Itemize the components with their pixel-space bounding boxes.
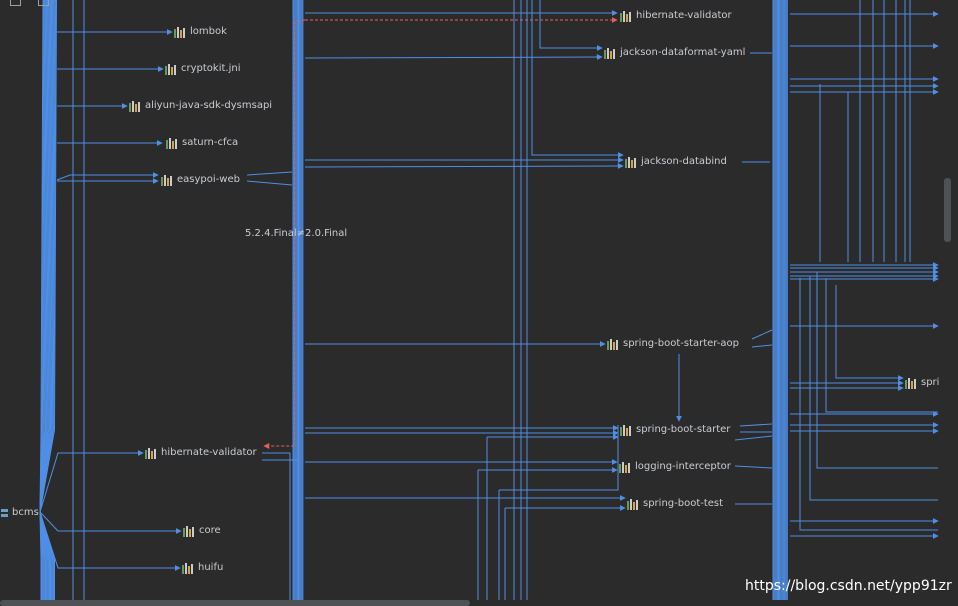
node-saturn-cfca[interactable]: saturn-cfca: [166, 136, 238, 150]
library-icon: [604, 47, 617, 59]
node-label: easypoi-web: [177, 174, 240, 185]
node-aliyun-java-sdk-dysmsapi[interactable]: aliyun-java-sdk-dysmsapi: [129, 99, 272, 113]
node-label: logging-interceptor: [635, 461, 731, 472]
horizontal-scrollbar-track: [0, 600, 958, 606]
dependency-edge: [304, 54, 603, 61]
library-icon: [620, 424, 633, 436]
library-icon: [625, 156, 638, 168]
library-icon: [627, 498, 640, 510]
dependency-edge: [39, 450, 144, 513]
dependency-edge: [739, 423, 773, 427]
node-spring-boot-test[interactable]: spring-boot-test: [627, 497, 723, 511]
watermark: https://blog.csdn.net/ypp91zr: [745, 578, 952, 594]
library-icon: [166, 137, 179, 149]
dependency-edge: [825, 278, 938, 413]
node-label: spring-boot-starter: [636, 424, 731, 435]
library-icon: [129, 100, 142, 112]
node-spri-partial[interactable]: spri: [905, 376, 939, 390]
node-easypoi-web[interactable]: easypoi-web: [161, 173, 240, 187]
dependency-edge: [751, 344, 773, 348]
library-icon: [145, 447, 158, 459]
library-icon: [905, 377, 918, 389]
library-icon: [182, 562, 195, 574]
node-cryptokit-jni[interactable]: cryptokit.jni: [165, 62, 240, 76]
node-hibernate-validator-top[interactable]: hibernate-validator: [620, 9, 732, 23]
node-label: jackson-dataformat-yaml: [620, 47, 746, 58]
node-core[interactable]: core: [183, 524, 221, 538]
node-jackson-dataformat-yaml[interactable]: jackson-dataformat-yaml: [604, 46, 745, 60]
node-label: saturn-cfca: [182, 137, 239, 148]
node-label: cryptokit.jni: [181, 63, 241, 74]
dependency-edge: [56, 172, 159, 181]
dependency-edge: [39, 0, 57, 513]
dependency-edge: [835, 285, 904, 381]
node-label: spring-boot-test: [643, 498, 724, 509]
library-icon: [620, 10, 633, 22]
node-label: hibernate-validator: [636, 10, 732, 21]
toolbar: [0, 0, 60, 6]
node-label: jackson-databind: [641, 156, 727, 167]
node-logging-interceptor[interactable]: logging-interceptor: [619, 460, 731, 474]
version-conflict-label: 5.2.4.Final≠2.0.Final: [245, 228, 348, 239]
dependency-edge: [734, 435, 773, 441]
dependency-edge: [246, 180, 293, 186]
horizontal-scrollbar[interactable]: [0, 600, 470, 606]
node-label: aliyun-java-sdk-dysmsapi: [145, 100, 273, 111]
module-icon: [0, 508, 9, 519]
node-label: core: [199, 525, 221, 536]
node-label: spri: [921, 377, 940, 388]
library-icon: [174, 26, 187, 38]
library-icon: [183, 525, 196, 537]
node-spring-boot-starter[interactable]: spring-boot-starter: [620, 423, 730, 437]
node-label: huifu: [198, 562, 224, 573]
vertical-scrollbar[interactable]: [944, 178, 951, 242]
dependency-edge: [734, 465, 773, 469]
dependency-edge: [39, 511, 181, 571]
node-huifu[interactable]: huifu: [182, 561, 223, 575]
dependency-edge: [799, 278, 938, 531]
node-label: spring-boot-starter-aop: [623, 338, 739, 349]
dependency-edge: [531, 0, 624, 158]
dependency-edge: [246, 171, 293, 176]
library-icon: [607, 338, 620, 350]
version-conflict-edge: [263, 19, 306, 449]
dependency-edge: [539, 0, 603, 51]
library-icon: [161, 174, 174, 186]
dependency-edge: [39, 511, 182, 534]
node-hibernate-validator-left[interactable]: hibernate-validator: [145, 446, 257, 460]
library-icon: [619, 461, 632, 473]
dependency-edge: [816, 272, 938, 469]
dependency-edge: [262, 452, 291, 606]
library-icon: [165, 63, 178, 75]
dependency-edge: [499, 425, 619, 491]
dependency-edge: [809, 276, 938, 501]
dependency-edge: [304, 163, 624, 170]
fit-icon[interactable]: [38, 0, 49, 6]
node-label: lombok: [190, 26, 227, 37]
root-module-bcms[interactable]: bcms: [0, 506, 39, 520]
dependency-edge: [751, 329, 773, 340]
node-lombok[interactable]: lombok: [174, 25, 227, 39]
layout-icon[interactable]: [10, 0, 21, 6]
node-jackson-databind[interactable]: jackson-databind: [625, 155, 727, 169]
node-spring-boot-starter-aop[interactable]: spring-boot-starter-aop: [607, 337, 739, 351]
node-label: hibernate-validator: [161, 447, 257, 458]
node-label: bcms: [12, 507, 39, 518]
